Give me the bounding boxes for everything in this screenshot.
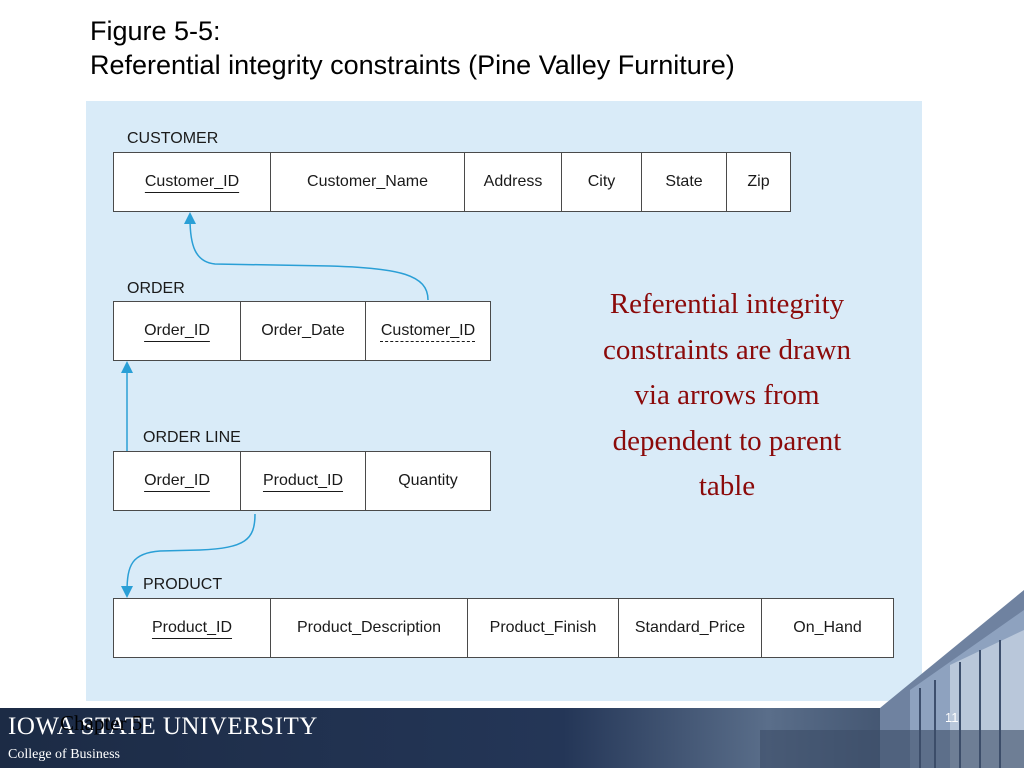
product-field-on-hand: On_Hand — [793, 619, 862, 636]
order-line-relation: Order_ID Product_ID Quantity — [113, 451, 491, 511]
order-relation: Order_ID Order_Date Customer_ID — [113, 301, 491, 361]
customer-table-name: CUSTOMER — [127, 130, 219, 147]
primary-key-label: Order_ID — [144, 472, 210, 489]
product-field-product-description: Product_Description — [271, 599, 468, 657]
building-graphic — [760, 590, 1024, 768]
order-line-field-order-id: Order_ID — [114, 452, 241, 510]
foreign-key-label: Customer_ID — [380, 322, 476, 339]
customer-field-customer-name: Customer_Name — [271, 153, 465, 211]
order-field-order-date: Order_Date — [241, 302, 366, 360]
order-line-field-product-id: Product_ID — [241, 452, 366, 510]
customer-field-customer-id: Customer_ID — [114, 153, 271, 211]
figure-label: Figure 5-5: — [90, 16, 221, 46]
figure-caption: Referential integrity constraints (Pine … — [90, 50, 735, 80]
customer-field-address: Address — [465, 153, 562, 211]
chapter-label: Chapter 5 — [60, 711, 143, 735]
college-name: College of Business — [8, 747, 120, 762]
customer-relation: Customer_ID Customer_Name Address City S… — [113, 152, 791, 212]
customer-field-state: State — [642, 153, 727, 211]
customer-field-city: City — [562, 153, 642, 211]
university-logo: IOWA STATE UNIVERSITY — [8, 713, 318, 740]
order-table-name: ORDER — [127, 280, 185, 297]
page-number: 11 — [945, 710, 959, 725]
annotation-note: Referential integrity constraints are dr… — [602, 288, 851, 502]
primary-key-label: Product_ID — [262, 472, 344, 489]
arrow-order-to-customer — [184, 212, 429, 301]
order-field-order-id: Order_ID — [114, 302, 241, 360]
order-line-field-quantity: Quantity — [398, 472, 458, 489]
order-line-table-name: ORDER LINE — [143, 429, 241, 446]
product-field-product-id: Product_ID — [114, 599, 271, 657]
primary-key-label: Order_ID — [144, 322, 210, 339]
product-relation: Product_ID Product_Description Product_F… — [113, 598, 894, 658]
slide-title: Figure 5-5: Referential integrity constr… — [90, 14, 735, 82]
order-field-customer-id: Customer_ID — [366, 302, 490, 360]
product-field-product-finish: Product_Finish — [468, 599, 619, 657]
primary-key-label: Product_ID — [151, 619, 233, 636]
primary-key-label: Customer_ID — [144, 173, 240, 190]
customer-field-zip: Zip — [747, 173, 770, 190]
product-table-name: PRODUCT — [143, 576, 223, 593]
arrow-orderline-to-product — [121, 513, 256, 598]
product-field-standard-price: Standard_Price — [619, 599, 762, 657]
